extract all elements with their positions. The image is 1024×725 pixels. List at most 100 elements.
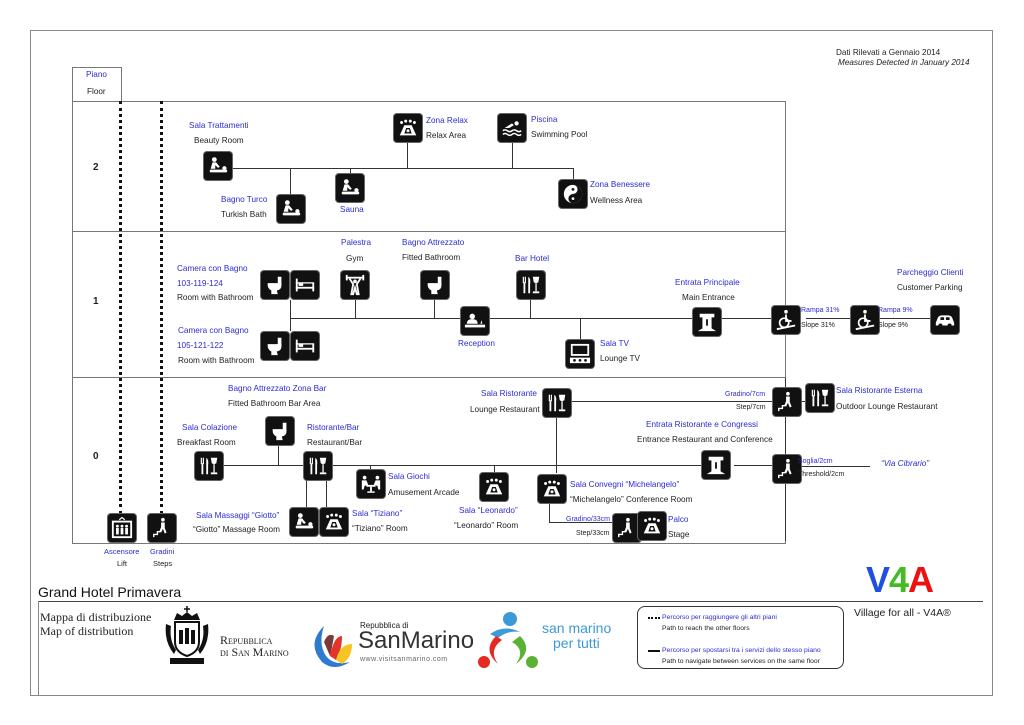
pool-button[interactable]: [498, 114, 526, 142]
lounge-restaurant-button[interactable]: [543, 389, 571, 417]
room2-bathroom-button[interactable]: [261, 332, 289, 360]
lift-path-dotted: [119, 101, 122, 514]
bar-hotel-button[interactable]: [517, 271, 545, 299]
path-segment: [494, 465, 495, 473]
floor1-path: [290, 318, 777, 319]
room1-number: 103-119-124: [177, 279, 223, 288]
threshold-button[interactable]: [773, 455, 801, 483]
sauna-button[interactable]: [336, 174, 364, 202]
bed-icon: [294, 274, 316, 296]
wellness-en: Wellness Area: [590, 196, 643, 205]
outdoor-restaurant-it: Sala Ristorante Esterna: [836, 386, 923, 395]
step7-it: Gradino/7cm: [725, 391, 766, 398]
giotto-button[interactable]: [290, 508, 318, 536]
room2-bed-button[interactable]: [291, 332, 319, 360]
weightlifting-icon: [344, 274, 366, 296]
tv-lounge-button[interactable]: [566, 340, 594, 368]
visit-sm-small: Repubblica di: [360, 621, 409, 630]
breakfast-it: Sala Colazione: [182, 423, 238, 432]
footer-left-border: [38, 601, 39, 695]
meeting-icon: [641, 515, 663, 537]
restaurant-entrance-it: Entrata Ristorante e Congressi: [646, 420, 758, 429]
step33-it: Gradino/33cm: [566, 516, 610, 523]
beauty-room-button[interactable]: [204, 152, 232, 180]
path-segment: [549, 500, 550, 522]
relax-area-button[interactable]: [394, 114, 422, 142]
steps-button[interactable]: [148, 514, 176, 542]
step33-button[interactable]: [613, 514, 641, 542]
room1-bed-button[interactable]: [291, 271, 319, 299]
parking-button[interactable]: [931, 306, 959, 334]
michelangelo-it: Sala Convegni “Michelangelo”: [570, 480, 680, 489]
path-segment: [512, 140, 513, 168]
massage-icon: [207, 155, 229, 177]
floor-0-label: 0: [93, 451, 99, 462]
restaurant-bar-button[interactable]: [304, 452, 332, 480]
michelangelo-button[interactable]: [538, 475, 566, 503]
ramp31-button[interactable]: [772, 306, 800, 334]
lift-button[interactable]: [108, 514, 136, 542]
breakfast-button[interactable]: [195, 452, 223, 480]
legend-dotted-en: Path to reach the other floors: [662, 625, 750, 632]
restaurant-entrance-button[interactable]: [702, 451, 730, 479]
main-entrance-en: Main Entrance: [682, 293, 735, 302]
giotto-it: Sala Massaggi “Giotto”: [196, 511, 280, 520]
bar-hotel-it: Bar Hotel: [515, 254, 550, 263]
step-icon: [616, 517, 638, 539]
room2-en: Room with Bathroom: [178, 356, 255, 365]
v4a-digit-4: 4: [889, 559, 909, 600]
san-marino-per-tutti-logo: [478, 612, 538, 668]
main-entrance-button[interactable]: [693, 308, 721, 336]
reception-button[interactable]: [461, 307, 489, 335]
stairs-icon: [151, 517, 173, 539]
beauty-room-it: Sala Trattamenti: [189, 121, 249, 130]
path-segment: [434, 300, 435, 318]
tiziano-button[interactable]: [320, 508, 348, 536]
gym-button[interactable]: [341, 271, 369, 299]
fitted-bath-button[interactable]: [421, 271, 449, 299]
room1-bathroom-button[interactable]: [261, 271, 289, 299]
yin-yang-icon: [562, 183, 584, 205]
step7-button[interactable]: [773, 388, 801, 416]
games-room-button[interactable]: [357, 470, 385, 498]
v4a-tagline: Village for all - V4A®: [854, 607, 951, 619]
main-entrance-it: Entrata Principale: [675, 278, 740, 287]
beauty-room-en: Beauty Room: [194, 136, 244, 145]
toilet-icon: [264, 274, 286, 296]
step7-en: Step/7cm: [736, 404, 766, 411]
legend-solid-line: [648, 650, 660, 652]
relax-area-en: Relax Area: [426, 131, 467, 140]
wheelchair-ramp-icon: [854, 309, 876, 331]
massage-icon: [339, 177, 361, 199]
michelangelo-en: “Michelangelo” Conference Room: [570, 495, 693, 504]
turkish-bath-button[interactable]: [277, 195, 305, 223]
legend-dotted-line: [648, 617, 660, 619]
restaurant-icon: [546, 392, 568, 414]
outdoor-restaurant-button[interactable]: [806, 384, 834, 412]
bath-bar-button[interactable]: [266, 417, 294, 445]
path-segment: [290, 300, 291, 331]
path-segment: [580, 318, 581, 340]
visit-sm-big: SanMarino: [358, 627, 475, 654]
leonardo-button[interactable]: [480, 473, 508, 501]
meeting-icon: [541, 478, 563, 500]
tiziano-en: “Tiziano” Room: [352, 524, 408, 533]
path-segment: [800, 401, 808, 402]
lift-label-it: Ascensore: [104, 547, 140, 556]
games-icon: [360, 473, 382, 495]
floor-2-label: 2: [93, 162, 99, 173]
ramp9-button[interactable]: [851, 306, 879, 334]
room1-en: Room with Bathroom: [177, 293, 254, 302]
stage-button[interactable]: [638, 512, 666, 540]
steps-path-dotted: [160, 101, 163, 514]
meeting-icon: [397, 117, 419, 139]
threshold-en: Threshold/2cm: [798, 471, 845, 478]
floor-header-it: Piano: [86, 70, 107, 79]
pool-it: Piscina: [531, 115, 558, 124]
parking-en: Customer Parking: [897, 283, 963, 292]
v4a-letter-v: V: [866, 559, 890, 600]
toilet-icon: [424, 274, 446, 296]
wellness-button[interactable]: [559, 180, 587, 208]
restaurant-entrance-en: Entrance Restaurant and Conference: [637, 435, 773, 444]
path-segment: [549, 522, 614, 523]
